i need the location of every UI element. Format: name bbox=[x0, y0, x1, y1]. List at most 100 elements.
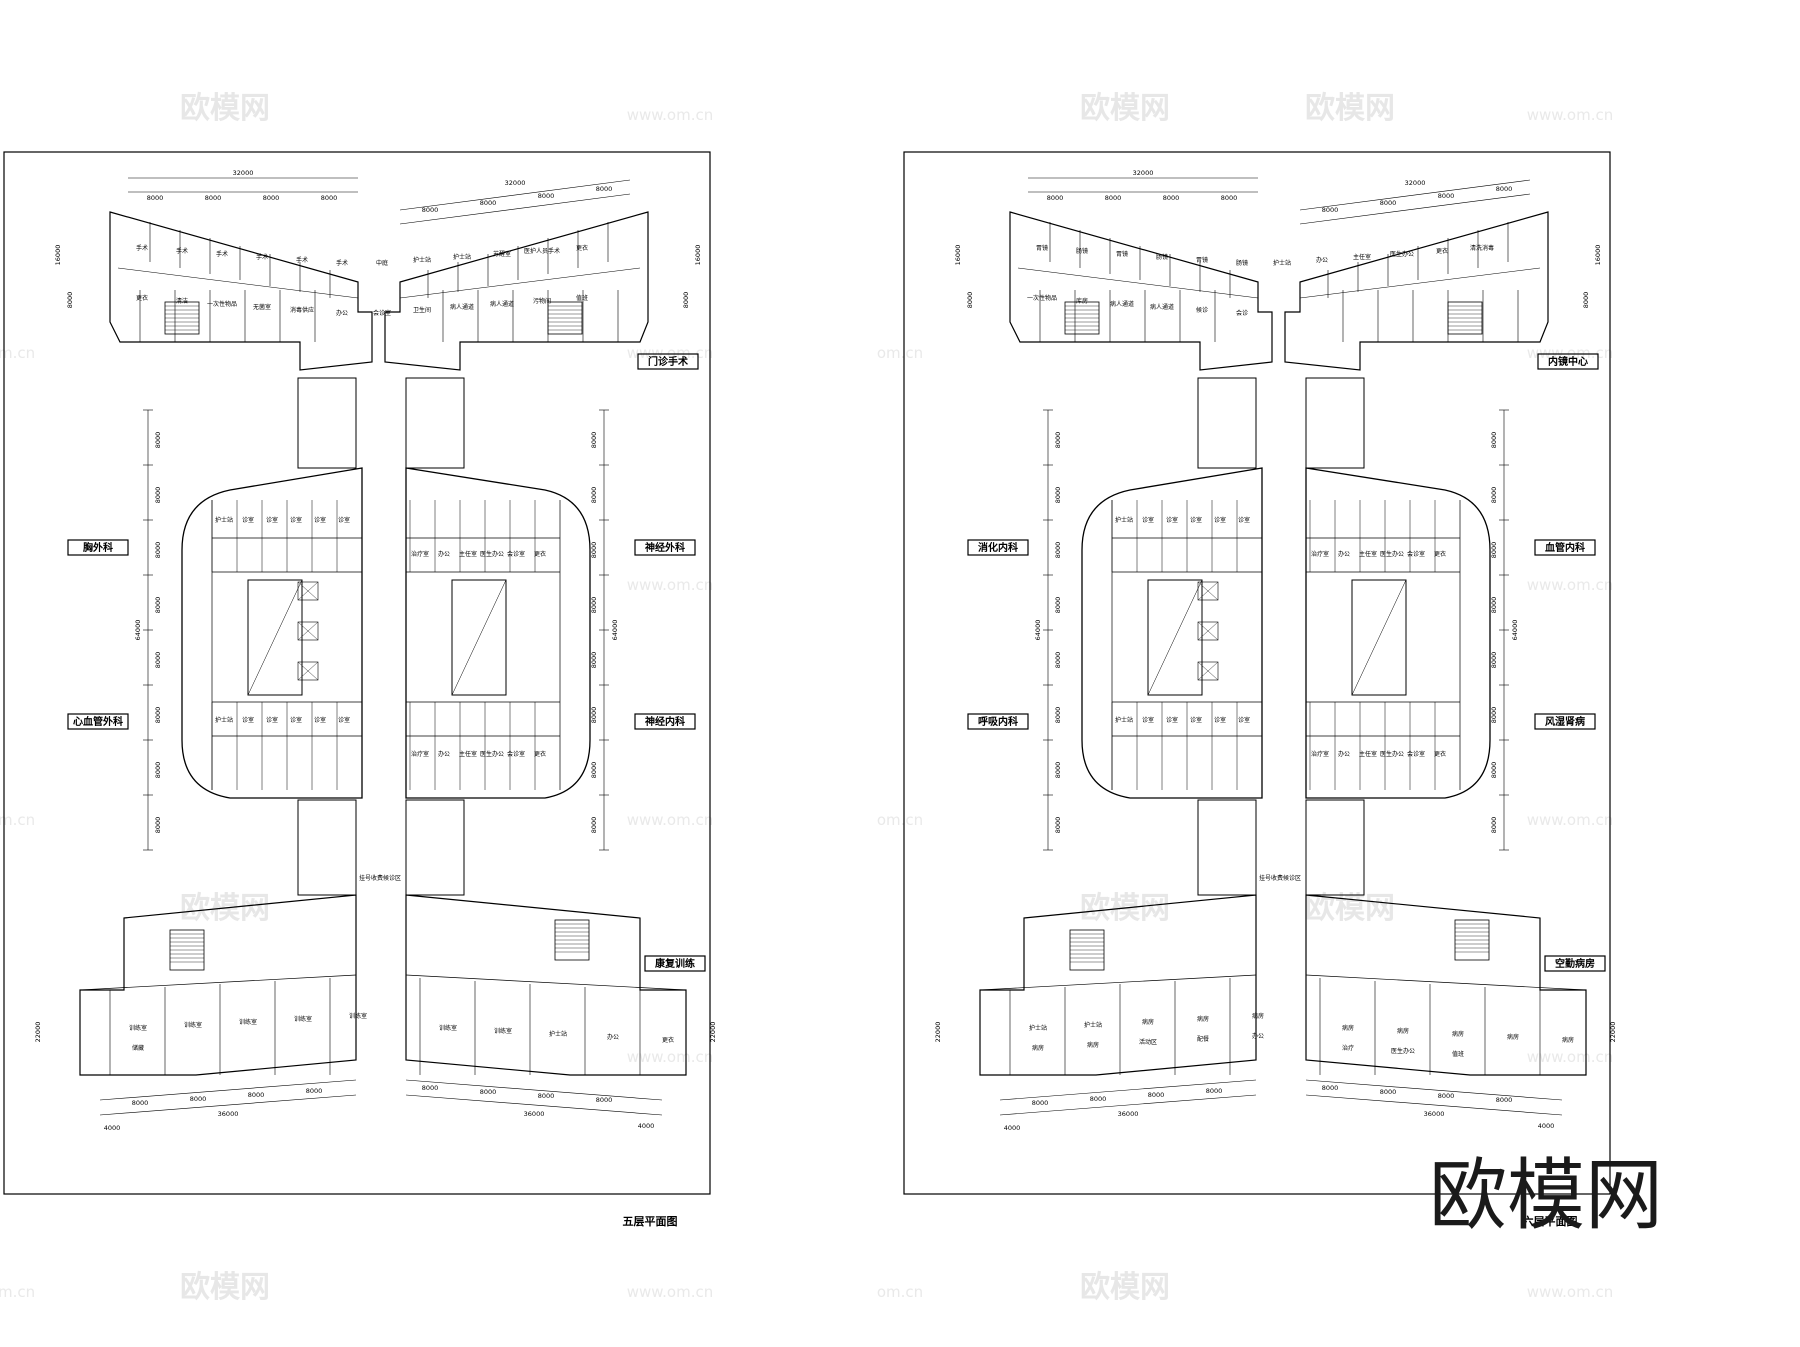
dimension-value: 8000 bbox=[538, 1092, 555, 1100]
room-label: 病房 bbox=[1562, 1036, 1574, 1044]
dimension-value: 8000 bbox=[1090, 1095, 1107, 1103]
room-label: 病房 bbox=[1397, 1027, 1409, 1035]
dimension-value: 8000 bbox=[154, 487, 162, 504]
elevator-shaft bbox=[1197, 581, 1219, 601]
dimension-value: 8000 bbox=[1054, 707, 1062, 724]
dimension-value: 8000 bbox=[154, 542, 162, 559]
watermark-text: 欧模网 bbox=[180, 91, 270, 126]
dimension-value: 8000 bbox=[1054, 652, 1062, 669]
watermark-url: www.om.cn bbox=[1527, 106, 1614, 124]
room-label: 护士站 bbox=[549, 1030, 567, 1038]
south-link-left bbox=[297, 799, 357, 896]
department-label-top-frame bbox=[1537, 353, 1599, 370]
dimension-value: 8000 bbox=[1490, 487, 1498, 504]
dimension-value: 8000 bbox=[422, 1084, 439, 1092]
room-label: 肠镜 bbox=[1236, 259, 1248, 267]
dimension-value: 8000 bbox=[422, 206, 439, 214]
watermark-url: om.cn bbox=[0, 811, 35, 829]
elevator-shaft bbox=[297, 621, 319, 641]
dimension-value: 8000 bbox=[147, 194, 164, 202]
dimension-value: 8000 bbox=[1322, 206, 1339, 214]
room-label: 中庭 bbox=[376, 259, 388, 267]
corridor-line bbox=[117, 267, 359, 299]
room-label: 护士站 bbox=[1273, 259, 1291, 267]
room-label: 手术 bbox=[256, 253, 268, 261]
room-label: 医护人员手术 bbox=[524, 247, 560, 255]
north-link-right bbox=[1305, 377, 1365, 469]
bottom-left-wing bbox=[979, 894, 1257, 1076]
room-label: 诊室 bbox=[1238, 716, 1250, 724]
room-label: 卫生间 bbox=[413, 306, 431, 314]
north-link-right bbox=[405, 377, 465, 469]
dimension-value: 8000 bbox=[154, 707, 162, 724]
dimension-value: 8000 bbox=[590, 817, 598, 834]
room-label: 会诊室 bbox=[507, 750, 525, 758]
ward-block-left bbox=[181, 467, 363, 799]
department-label-left-upper-frame bbox=[967, 539, 1029, 556]
dimension-line bbox=[399, 179, 631, 211]
dimension-line bbox=[1305, 1079, 1563, 1101]
watermark-logo: 欧模网 bbox=[1429, 1151, 1663, 1241]
room-label: 库房 bbox=[1076, 297, 1088, 305]
watermark-text: 欧模网 bbox=[1080, 91, 1170, 126]
room-label: 更衣 bbox=[534, 550, 546, 558]
dimension-value: 8000 bbox=[590, 762, 598, 779]
room-label: 会诊室 bbox=[1407, 750, 1425, 758]
watermark-url: om.cn bbox=[877, 344, 923, 362]
dimension-value: 22000 bbox=[709, 1022, 717, 1043]
watermark-url: om.cn bbox=[877, 1283, 923, 1301]
dimension-value: 8000 bbox=[1148, 1091, 1165, 1099]
watermark-url: om.cn bbox=[877, 811, 923, 829]
room-label: 诊室 bbox=[242, 716, 254, 724]
room-label: 办公 bbox=[1338, 550, 1350, 558]
dimension-value: 8000 bbox=[205, 194, 222, 202]
room-label: 病房 bbox=[1252, 1012, 1264, 1020]
dimension-value: 8000 bbox=[538, 192, 555, 200]
elevator-cross bbox=[297, 581, 319, 601]
room-label: 治疗室 bbox=[1311, 750, 1329, 758]
dimension-value: 8000 bbox=[1054, 817, 1062, 834]
room-label: 医生办公 bbox=[1391, 1047, 1415, 1055]
department-label-bottom-frame bbox=[1544, 955, 1606, 972]
dimension-value: 8000 bbox=[590, 597, 598, 614]
dimension-value: 8000 bbox=[1221, 194, 1238, 202]
dimension-total: 36000 bbox=[218, 1110, 239, 1118]
dimension-value: 8000 bbox=[190, 1095, 207, 1103]
room-label: 一次性物品 bbox=[207, 300, 237, 308]
room-label: 诊室 bbox=[266, 516, 278, 524]
room-label: 病房 bbox=[1087, 1041, 1099, 1049]
dimension-total: 64000 bbox=[1511, 620, 1519, 641]
room-label: 主任室 bbox=[1359, 550, 1377, 558]
ward-block-right bbox=[1305, 467, 1491, 799]
dimension-value: 8000 bbox=[154, 762, 162, 779]
room-label: 护士站 bbox=[215, 716, 233, 724]
dimension-line bbox=[99, 1094, 357, 1116]
sheet-border bbox=[903, 151, 1611, 1195]
dimension-value: 16000 bbox=[1594, 245, 1602, 266]
room-label: 治疗 bbox=[1342, 1044, 1354, 1052]
room-label: 诊室 bbox=[1142, 516, 1154, 524]
room-label: 更衣 bbox=[534, 750, 546, 758]
room-label: 训练室 bbox=[184, 1021, 202, 1029]
department-label-right-lower-frame bbox=[1534, 713, 1596, 730]
room-label: 主任室 bbox=[459, 750, 477, 758]
room-label: 办公 bbox=[1338, 750, 1350, 758]
room-label: 清洗消毒 bbox=[1470, 244, 1494, 252]
department-label-left-upper: 消化内科 bbox=[978, 541, 1018, 554]
corridor-line bbox=[1299, 267, 1541, 299]
room-label: 诊室 bbox=[1214, 516, 1226, 524]
bottom-right-wing bbox=[1305, 894, 1587, 1076]
room-label: 办公 bbox=[438, 550, 450, 558]
dimension-line bbox=[1305, 1094, 1563, 1116]
room-label: 候诊 bbox=[1196, 306, 1208, 314]
watermark-text: 欧模网 bbox=[1305, 91, 1395, 126]
department-label-right-lower-frame bbox=[634, 713, 696, 730]
dimension-value: 22000 bbox=[1609, 1022, 1617, 1043]
room-label: 诊室 bbox=[338, 516, 350, 524]
dimension-value: 8000 bbox=[1490, 707, 1498, 724]
watermark-url: www.om.cn bbox=[1527, 1283, 1614, 1301]
elevator-cross bbox=[1197, 621, 1219, 641]
room-label: 训练室 bbox=[349, 1012, 367, 1020]
room-label: 一次性物品 bbox=[1027, 294, 1057, 302]
